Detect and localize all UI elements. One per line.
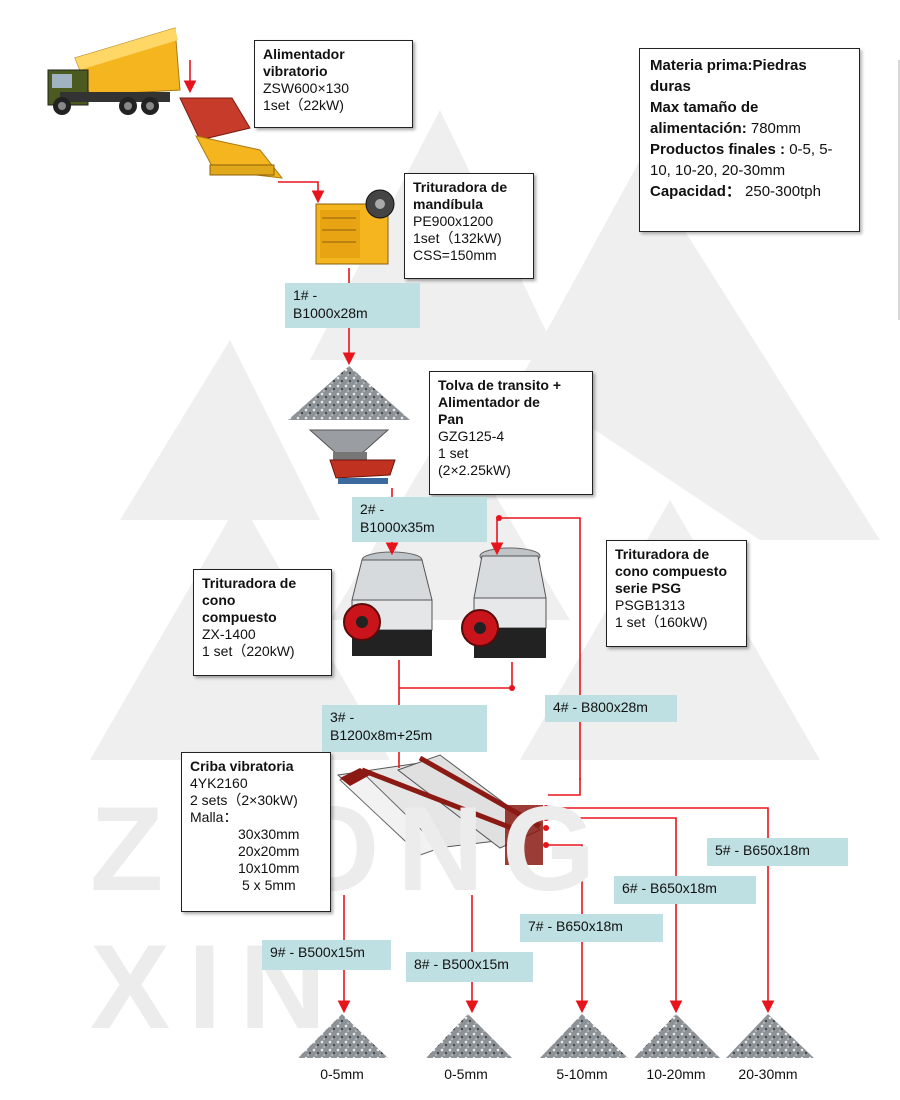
screen-model: 4YK2160	[190, 775, 248, 791]
edge-rule	[898, 60, 900, 320]
arrow-screen-to-20-30	[546, 807, 775, 1014]
jaw-model: PE900x1200	[413, 213, 494, 229]
screen-mesh-2: 20x20mm	[238, 843, 300, 859]
dump-truck-illustration	[47, 27, 181, 115]
cone-psg-label-box: Trituradora de cono compuesto serie PSG …	[606, 540, 747, 647]
products-value: 0-5, 5-10, 10-20, 20-30mm	[650, 141, 833, 179]
belt-4-label: 4# - B800x28m	[545, 695, 677, 722]
arrow-screen-to-5-10	[546, 844, 589, 1014]
watermark-text: ZHONG XIN	[90, 782, 614, 1054]
cone-zx-spec: 1 set（220kW)	[202, 643, 295, 659]
belt-1-label: 1# - B1000x28m	[285, 283, 420, 328]
screen-title: Criba vibratoria	[190, 758, 294, 774]
cone-psg-title: Trituradora de	[615, 546, 710, 562]
cone-zx-label-box: Trituradora de cono compuesto ZX-1400 1 …	[193, 569, 332, 676]
product-pile-3	[540, 1014, 628, 1058]
flow-nodes	[496, 515, 549, 848]
belt-9-label: 9# - B500x15m	[262, 940, 391, 970]
screen-mesh-3: 10x10mm	[238, 860, 300, 876]
feeder-title-2: vibratorio	[263, 63, 328, 79]
belt-5-label: 5# - B650x18m	[707, 838, 848, 866]
arrow-recirc-to-cone2	[490, 517, 581, 780]
cone-psg-model: PSGB1313	[615, 597, 686, 613]
hopper-title-3: Pan	[438, 411, 464, 427]
belt-2-spec: B1000x35m	[360, 519, 435, 535]
products-label: Productos finales :	[650, 141, 786, 158]
vibrating-screen-illustration	[336, 754, 543, 865]
belt-1-id: 1# -	[293, 287, 318, 303]
jaw-crusher-illustration	[315, 189, 395, 265]
process-info-box: Materia prima:Piedras duras Max tamaño d…	[639, 48, 860, 232]
hopper-title: Tolva de transito +	[438, 377, 562, 393]
belt-2-label: 2# - B1000x35m	[352, 497, 487, 542]
max-value: 780mm	[750, 120, 801, 137]
product-pile-4	[634, 1014, 720, 1058]
belt-7-label: 7# - B650x18m	[520, 914, 663, 942]
belt-3-id: 3# -	[330, 709, 355, 725]
cone-zx-title-3: compuesto	[202, 609, 277, 625]
jaw-crusher-label-box: Trituradora de mandíbula PE900x1200 1set…	[404, 173, 534, 279]
product-pile-1	[298, 1014, 388, 1058]
jaw-title-2: mandíbula	[413, 196, 484, 212]
product-label-5: 20-30mm	[738, 1066, 798, 1082]
capacity-value: 250-300tph	[745, 183, 821, 200]
cone-zx-title-2: cono	[202, 592, 236, 608]
cone-psg-title-3: serie PSG	[615, 580, 682, 596]
vibrating-feeder-illustration	[179, 97, 284, 179]
screen-mesh-label: Malla：	[190, 809, 238, 825]
materia-value: Piedras duras	[650, 57, 807, 95]
product-label-3: 5-10mm	[556, 1066, 608, 1082]
belt-1-spec: B1000x28m	[293, 305, 368, 321]
jaw-title: Trituradora de	[413, 179, 508, 195]
product-piles	[298, 1014, 814, 1058]
cone-crusher-psg-illustration	[461, 547, 547, 658]
feeder-model: ZSW600×130	[263, 80, 349, 96]
screen-label-box: Criba vibratoria 4YK2160 2 sets（2×30kW) …	[181, 752, 331, 912]
belt-2-id: 2# -	[360, 501, 385, 517]
arrow-feeder-to-jaw	[278, 181, 325, 204]
product-pile-2	[426, 1014, 512, 1058]
feeder-label-box: Alimentador vibratorio ZSW600×130 1set（2…	[254, 40, 413, 128]
screen-mesh-4: 5 x 5mm	[242, 877, 296, 893]
feeder-spec: 1set（22kW)	[263, 97, 344, 113]
line-cone-outputs	[399, 662, 513, 689]
hopper-label-box: Tolva de transito + Alimentador de Pan G…	[429, 371, 593, 495]
screen-spec: 2 sets（2×30kW)	[190, 792, 298, 808]
capacity-label: Capacidad：	[650, 183, 741, 200]
belt-3-spec: B1200x8m+25m	[330, 727, 433, 743]
belt-8-label: 8# - B500x15m	[406, 952, 533, 982]
cone-crusher-zx-illustration	[343, 551, 433, 656]
cone-psg-spec: 1 set（160kW)	[615, 614, 708, 630]
materia-label: Materia prima:	[650, 57, 753, 74]
product-label-4: 10-20mm	[646, 1066, 706, 1082]
arrow-screen-to-recirc	[548, 778, 581, 796]
hopper-title-2: Alimentador de	[438, 394, 540, 410]
screen-mesh-1: 30x30mm	[238, 826, 300, 842]
cone-psg-title-2: cono compuesto	[615, 563, 728, 579]
belt-6-label: 6# - B650x18m	[614, 876, 756, 904]
cone-zx-title: Trituradora de	[202, 575, 297, 591]
hopper-spec-2: (2×2.25kW)	[438, 462, 511, 478]
product-pile-5	[726, 1014, 814, 1058]
max-label: Max tamaño de alimentación:	[650, 99, 759, 137]
belt-3-label: 3# - B1200x8m+25m	[322, 705, 487, 752]
hopper-spec: 1 set	[438, 445, 469, 461]
jaw-css: CSS=150mm	[413, 247, 497, 263]
feeder-title: Alimentador	[263, 46, 345, 62]
cone-zx-model: ZX-1400	[202, 626, 256, 642]
surge-pile-and-hopper-illustration	[288, 366, 410, 484]
hopper-model: GZG125-4	[438, 428, 505, 444]
arrow-screen-to-10-20	[546, 817, 683, 1014]
product-label-1: 0-5mm	[320, 1066, 364, 1082]
jaw-spec: 1set（132kW)	[413, 230, 502, 246]
product-label-2: 0-5mm	[444, 1066, 488, 1082]
